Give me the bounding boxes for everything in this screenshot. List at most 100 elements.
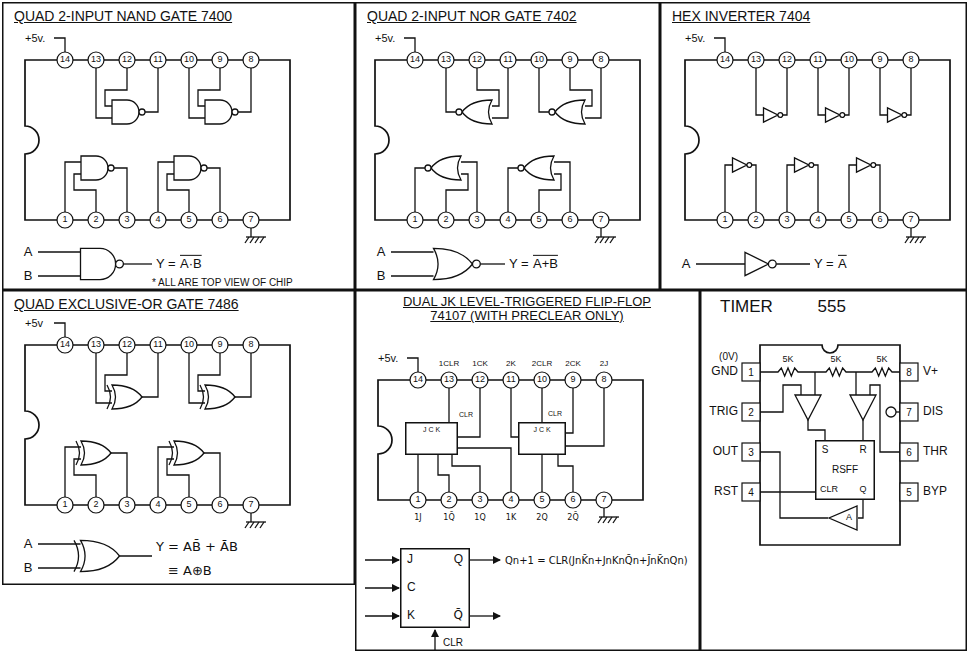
pin-number: 4: [155, 500, 160, 510]
ground-symbol: [605, 237, 609, 243]
gate-body: [462, 100, 492, 124]
gate-body: [205, 100, 232, 124]
pin-number: 6: [217, 500, 222, 510]
pin-number: 3: [124, 215, 129, 225]
pin-circle: [181, 212, 197, 228]
wire: [696, 263, 745, 264]
pin-square: [900, 363, 918, 381]
terminal-name: J C K: [533, 426, 550, 434]
ground-symbol: [250, 237, 254, 243]
pin-circle: [810, 52, 826, 68]
pin-number: 9: [570, 375, 575, 385]
pin-circle: [57, 52, 73, 68]
output-equation: A+B: [533, 257, 558, 271]
pin-circle: [872, 52, 888, 68]
wire: [123, 263, 152, 264]
inversion-bubble: [139, 109, 145, 115]
pin-circle: [748, 212, 764, 228]
pin-name: 1CK: [472, 360, 488, 369]
pin-circle: [562, 52, 578, 68]
wire: [391, 275, 434, 276]
pin-number: 2: [748, 407, 754, 418]
ground-symbol: [250, 228, 251, 237]
pin-number: 12: [122, 55, 132, 65]
pin-circle: [243, 497, 259, 513]
gate-symbol: [112, 100, 145, 124]
pin-square: [742, 483, 760, 501]
ground-symbol: [250, 522, 254, 528]
panel-title: DUAL JK LEVEL-TRIGGERED FLIP-FLOP 74107 …: [392, 295, 662, 324]
input-name: B: [377, 269, 386, 283]
wire: [96, 345, 112, 403]
pin-name: TRIG: [709, 405, 738, 418]
pin-number: 7: [248, 500, 253, 510]
pin-number: 4: [155, 215, 160, 225]
pin-number: 10: [184, 55, 194, 65]
pin-square: [742, 443, 760, 461]
inversion-bubble: [549, 109, 555, 115]
gate-body: [764, 108, 778, 122]
supply-wire: [407, 358, 418, 372]
pin-square: [900, 403, 918, 421]
pin-name: 1CLR: [439, 360, 459, 369]
gate-symbol: [76, 441, 111, 465]
pin-number: 13: [751, 55, 761, 65]
pin-name: 2CK: [565, 360, 581, 369]
supply-label: +5v.: [685, 32, 705, 44]
gate-symbol: [549, 100, 585, 124]
output-equation: A·B: [180, 257, 202, 271]
ground-symbol: [245, 522, 249, 528]
input-name: A: [682, 257, 691, 271]
pin-number: 7: [908, 215, 913, 225]
panel-title: QUAD 2-INPUT NAND GATE 7400: [14, 9, 232, 24]
pin-number: 3: [477, 495, 482, 505]
pin-circle: [903, 52, 919, 68]
pin-circle: [500, 52, 516, 68]
gate-body: [434, 248, 473, 279]
resistor-value: 5K: [830, 355, 841, 365]
terminal-name: Q: [859, 485, 866, 495]
pin-number: 1: [722, 215, 727, 225]
pin-number: 11: [506, 375, 515, 385]
output-arrow: [470, 559, 500, 560]
pin-circle: [841, 212, 857, 228]
pin-number: 4: [508, 495, 513, 505]
wire: [189, 60, 205, 118]
pin-name: OUT: [713, 445, 738, 458]
pin-number: 4: [815, 215, 820, 225]
pin-circle: [441, 492, 457, 508]
pin-circle: [872, 212, 888, 228]
wire: [158, 447, 174, 505]
pin-circle: [212, 52, 228, 68]
terminal-name: J C K: [423, 426, 440, 434]
resistor-value: 5K: [782, 355, 793, 365]
pin-number: 2: [443, 215, 448, 225]
gate-symbol: [174, 156, 207, 180]
pin-name: 2Q: [536, 514, 547, 523]
gate-symbol: [74, 540, 120, 571]
pin-number: 2: [446, 495, 451, 505]
pin-circle: [119, 52, 135, 68]
wire: [458, 448, 511, 500]
pin-circle: [596, 372, 612, 388]
flip-flop-block: J C K: [518, 422, 566, 455]
pin-number: 2: [753, 215, 758, 225]
pin-number: 12: [782, 55, 792, 65]
pin-number: 14: [413, 375, 423, 385]
gate-body: [733, 158, 747, 172]
pin-number: 3: [124, 500, 129, 510]
gate-body: [74, 540, 79, 571]
pin-number: 3: [748, 447, 754, 458]
amplifier-triangle: [828, 505, 858, 531]
pin-circle: [472, 372, 488, 388]
pin-name: 1Q̄: [443, 514, 454, 523]
pin-circle: [57, 212, 73, 228]
wire: [858, 500, 863, 518]
gate-symbol: [169, 441, 204, 465]
pin-name: GND: [711, 365, 738, 378]
pin-number: 10: [844, 55, 854, 65]
pin-circle: [410, 492, 426, 508]
terminal-name: J: [407, 553, 413, 566]
gate-body: [745, 252, 768, 275]
pin-name: 2K: [506, 360, 516, 369]
